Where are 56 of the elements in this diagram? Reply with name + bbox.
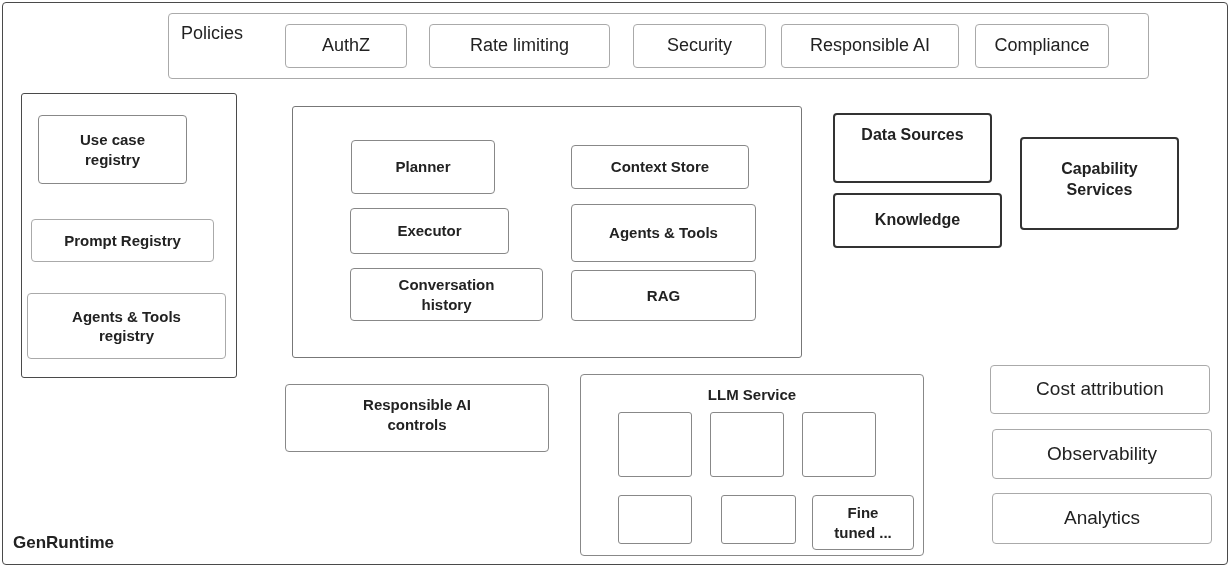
empty-box	[710, 412, 784, 477]
group-panel	[168, 13, 1149, 79]
component-box	[833, 113, 992, 183]
box-label: Conversation history	[397, 275, 496, 314]
group-panel	[580, 374, 924, 556]
component-box	[781, 24, 959, 68]
box-label: Agents & Tools	[609, 223, 718, 243]
box-label: GenRuntime	[13, 531, 115, 554]
component-box	[833, 193, 1002, 248]
box-label: Compliance	[994, 34, 1090, 58]
box-label: Security	[667, 34, 732, 58]
box-label: Capability Services	[1060, 159, 1139, 200]
box-label: Executor	[397, 221, 462, 241]
box-label: Use case registry	[78, 130, 147, 169]
component-box	[285, 384, 549, 452]
box-label: Agents & Tools registry	[71, 306, 182, 346]
box-label: LLM Service	[707, 385, 797, 405]
box-label: AuthZ	[322, 34, 370, 58]
box-label: Context Store	[610, 157, 710, 177]
group-panel	[292, 106, 802, 358]
component-box	[571, 270, 756, 321]
component-box	[571, 145, 749, 189]
box-label: Prompt Registry	[64, 230, 181, 251]
empty-box	[618, 412, 692, 477]
component-box	[812, 495, 914, 550]
box-label: Responsible AI controls	[362, 395, 472, 434]
component-box	[571, 204, 756, 262]
component-box	[27, 293, 226, 359]
box-label: Rate limiting	[469, 34, 569, 58]
empty-box	[802, 412, 876, 477]
component-box	[992, 493, 1212, 544]
component-box	[975, 24, 1109, 68]
box-label: RAG	[646, 285, 681, 306]
component-box	[351, 140, 495, 194]
component-box	[990, 365, 1210, 414]
box-label: Planner	[395, 157, 451, 177]
box-label: Policies	[181, 22, 244, 45]
box-label: Analytics	[1064, 506, 1140, 531]
component-box	[1020, 137, 1179, 230]
component-box	[992, 429, 1212, 479]
component-box	[633, 24, 766, 68]
component-box	[38, 115, 187, 184]
empty-box	[721, 495, 796, 544]
component-box	[350, 268, 543, 321]
component-box	[285, 24, 407, 68]
component-box	[429, 24, 610, 68]
box-label: Data Sources	[861, 125, 964, 145]
box-label: Knowledge	[874, 210, 961, 231]
group-panel	[21, 93, 237, 378]
box-label: Observability	[1047, 441, 1157, 466]
box-label: Fine tuned ...	[833, 503, 893, 542]
component-box	[31, 219, 214, 262]
empty-box	[618, 495, 692, 544]
component-box	[350, 208, 509, 254]
box-label: Responsible AI	[809, 34, 931, 58]
box-label: Cost attribution	[1036, 377, 1164, 402]
